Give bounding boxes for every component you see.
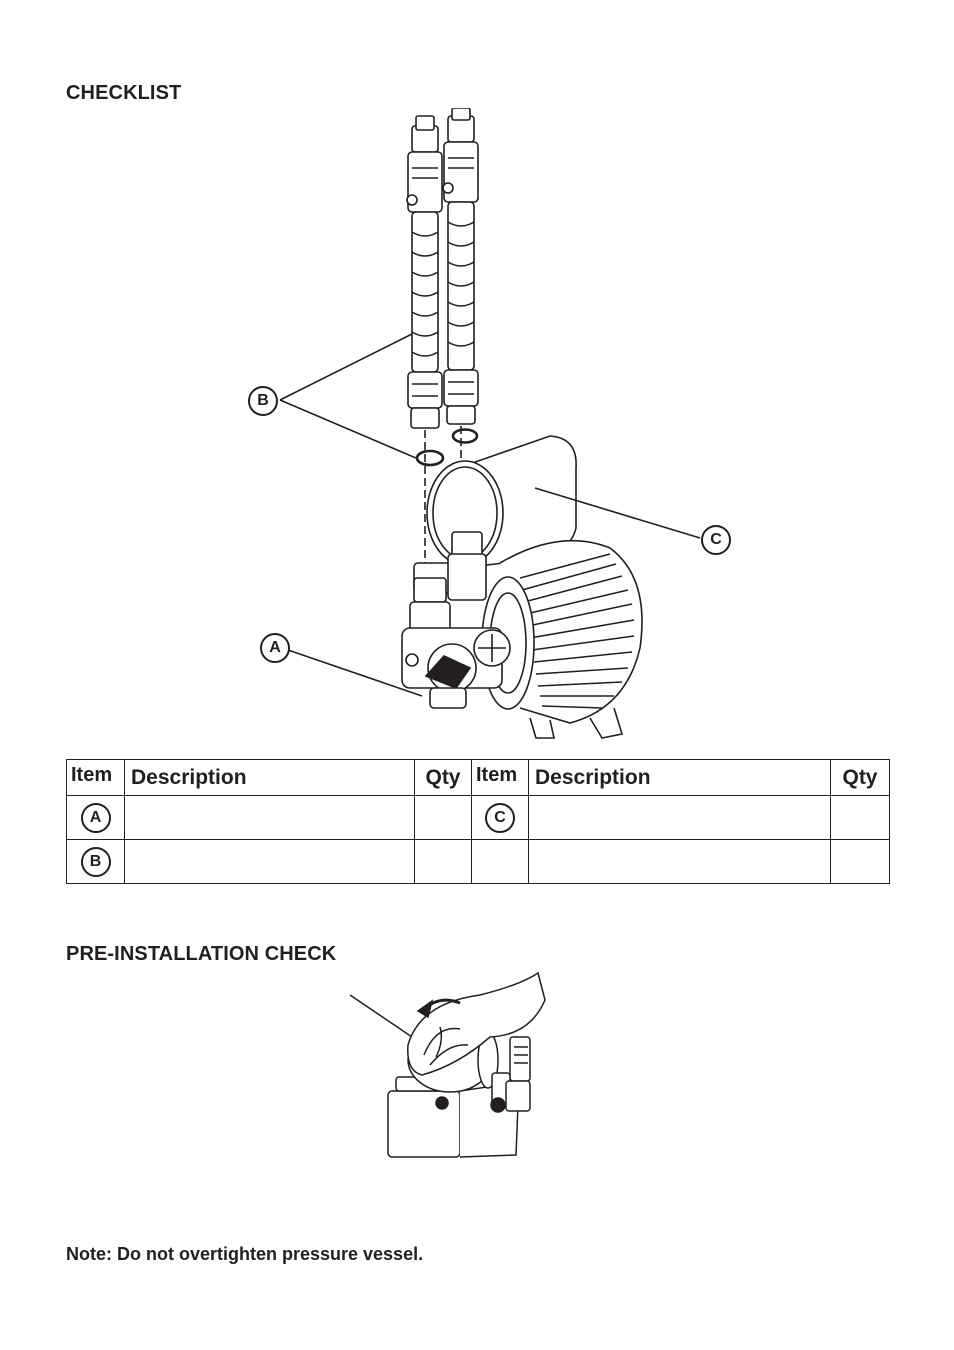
table-header-row: Item Description Qty Item Description Qt… <box>66 759 890 796</box>
header-description: Description <box>528 759 831 796</box>
washer-right-icon <box>451 428 479 444</box>
pump-body-icon <box>401 531 511 709</box>
qty-cell <box>830 839 890 884</box>
header-item: Item <box>471 759 529 796</box>
pressure-vessel-icon <box>426 435 577 567</box>
washer-left-icon <box>415 449 445 467</box>
item-c-badge: C <box>485 802 515 833</box>
item-b-badge: B <box>80 846 111 877</box>
callout-c: C <box>701 525 731 555</box>
description-cell <box>124 839 415 884</box>
overtighten-note: Note: Do not overtighten pressure vessel… <box>66 1244 424 1264</box>
header-qty: Qty <box>830 759 890 796</box>
description-cell <box>124 795 415 840</box>
qty-cell <box>414 795 472 840</box>
hose-right-icon <box>442 108 479 425</box>
callout-a: A <box>260 633 290 663</box>
qty-cell <box>830 795 890 840</box>
table-row: B <box>66 839 890 884</box>
callout-b: B <box>248 386 278 416</box>
qty-cell <box>414 839 472 884</box>
header-description: Description <box>124 759 415 796</box>
pump-exploded-diagram <box>279 108 701 739</box>
checklist-heading: CHECKLIST <box>66 82 182 104</box>
table-row: A C <box>66 795 890 840</box>
item-a-badge: A <box>80 802 111 833</box>
pre-installation-heading: PRE-INSTALLATION CHECK <box>66 943 337 965</box>
hand-icon <box>407 971 546 1076</box>
hand-tightening-vessel-diagram <box>349 971 546 1158</box>
header-qty: Qty <box>414 759 472 796</box>
outlet-fittings-icon <box>490 1036 531 1113</box>
description-cell <box>528 839 831 884</box>
hose-left-icon <box>406 115 443 429</box>
item-cell <box>471 839 529 884</box>
header-item: Item <box>66 759 125 796</box>
description-cell <box>528 795 831 840</box>
checklist-table: Item Description Qty Item Description Qt… <box>66 759 890 884</box>
